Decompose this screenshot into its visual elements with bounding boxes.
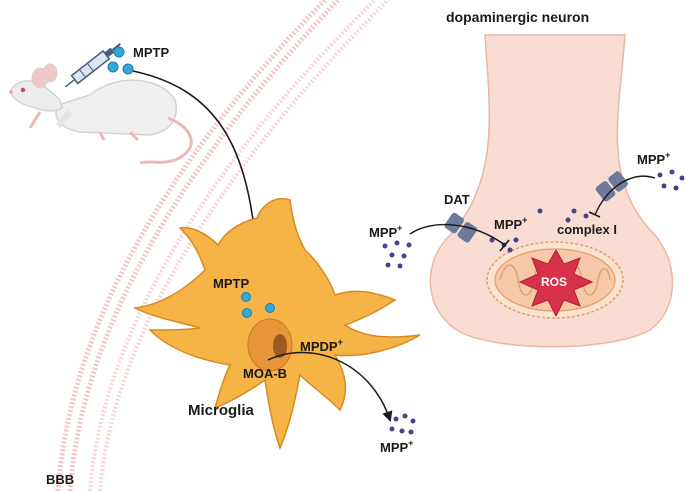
label-complex-i: complex I bbox=[557, 222, 617, 237]
label-mpp-left: MPP+ bbox=[369, 223, 403, 240]
label-microglia: Microglia bbox=[188, 402, 254, 419]
label-mpp-right: MPP+ bbox=[637, 150, 671, 167]
mptp-molecules-microglia bbox=[241, 292, 275, 318]
mpp-molecules-bottom bbox=[389, 413, 416, 435]
dat-uptake-inhibit-line bbox=[409, 223, 506, 246]
mouse-illustration bbox=[9, 63, 193, 165]
label-bbb: BBB bbox=[46, 472, 75, 487]
label-ros: ROS bbox=[541, 275, 568, 289]
label-mpp-bottom: MPP+ bbox=[380, 438, 414, 455]
microglia-cell bbox=[132, 198, 421, 451]
complex-i-inhibit-line bbox=[594, 175, 656, 216]
mpp-molecules-right bbox=[657, 169, 685, 191]
ros-burst-icon bbox=[518, 248, 594, 318]
label-mpp-inside: MPP+ bbox=[494, 215, 528, 232]
mptp-molecules-top bbox=[107, 46, 134, 75]
mpp-transporter-right-icon bbox=[595, 171, 628, 202]
syringe-icon bbox=[64, 43, 121, 88]
label-mptp-microglia: MPTP bbox=[213, 276, 250, 291]
microglia-nucleus bbox=[247, 318, 293, 372]
mpp-molecules-inside bbox=[489, 208, 589, 253]
mpp-molecules-left bbox=[382, 240, 412, 269]
label-moa-b: MOA-B bbox=[243, 366, 288, 381]
mpdp-to-mpp-arrow bbox=[267, 351, 393, 422]
label-mpdp: MPDP+ bbox=[300, 337, 343, 354]
label-dat: DAT bbox=[444, 192, 470, 207]
label-mptp-top: MPTP bbox=[133, 45, 170, 60]
blood-brain-barrier bbox=[55, 0, 390, 491]
dat-transporter-icon bbox=[444, 212, 478, 243]
label-dopaminergic-neuron: dopaminergic neuron bbox=[446, 9, 590, 25]
